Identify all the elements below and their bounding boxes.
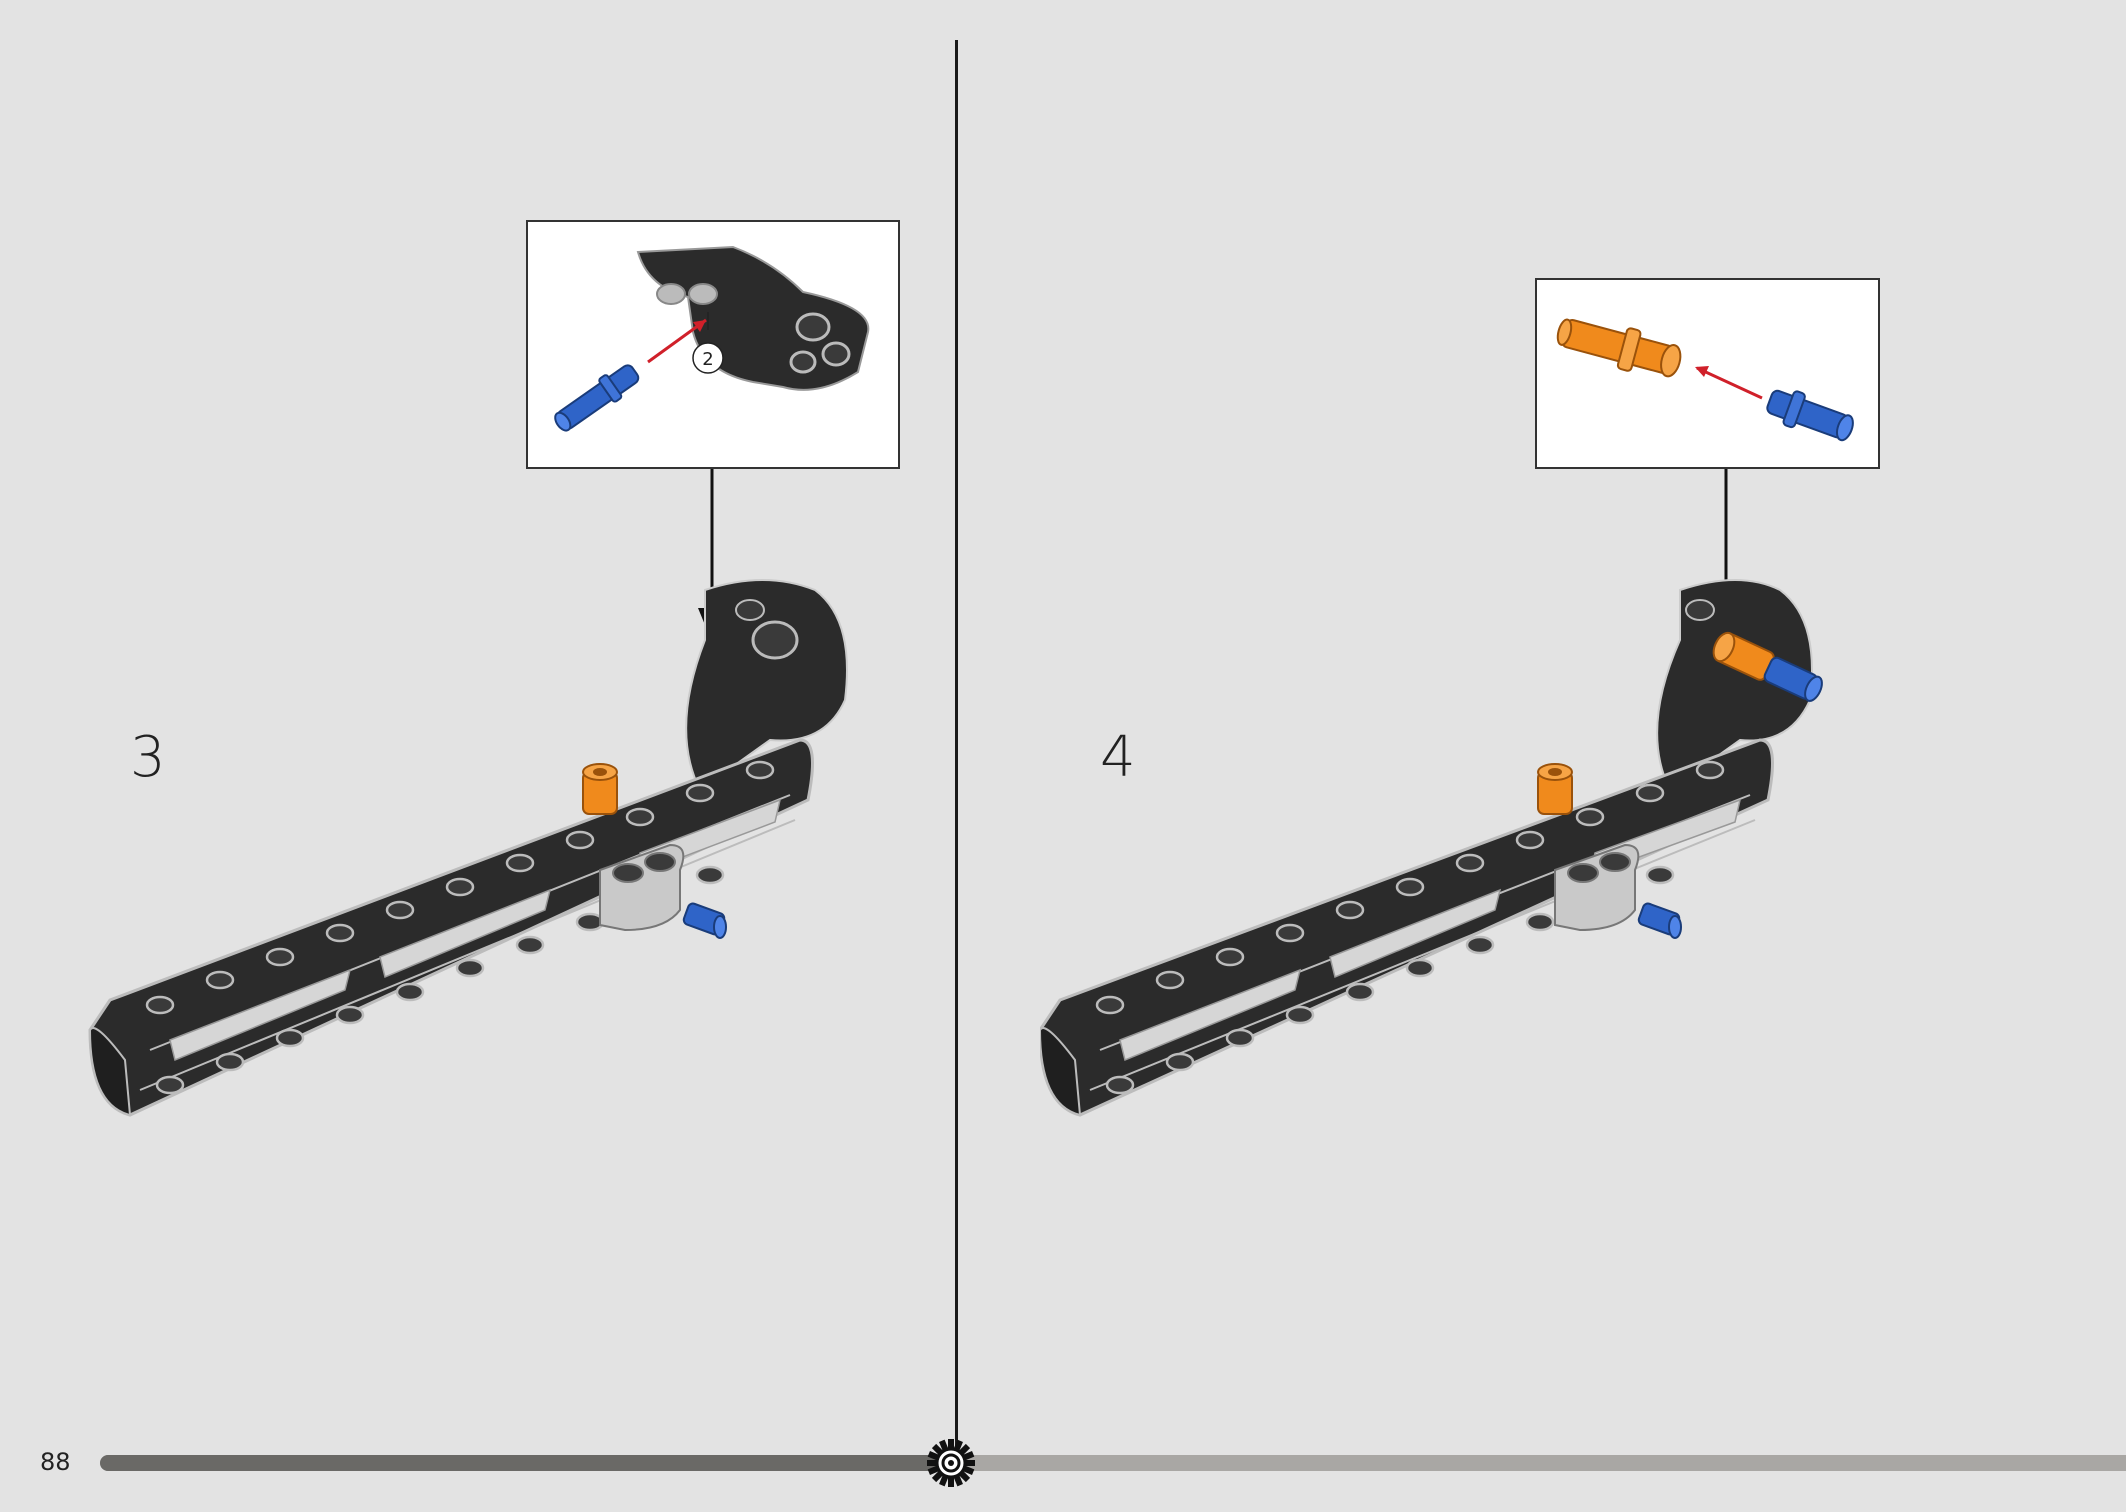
- piece-hole: [1685, 599, 1715, 621]
- orange-pin-inserted: [1712, 631, 1775, 681]
- piece-hole: [688, 283, 718, 305]
- gear-icon: [926, 1439, 975, 1487]
- blue-pin: [682, 902, 727, 939]
- count-label: 2: [702, 349, 713, 370]
- count-badge: [692, 342, 724, 374]
- page-divider: [955, 40, 958, 1448]
- orange-bush: [582, 763, 618, 815]
- grey-pin-connector: [1554, 843, 1640, 932]
- piece-hole: [821, 341, 851, 367]
- piece-hole: [795, 312, 831, 342]
- blue-pin: [1637, 902, 1682, 939]
- step-number-3: 3: [130, 725, 166, 790]
- step-3-callout-box: 2: [526, 220, 900, 469]
- piece-hole: [751, 620, 799, 660]
- piece-hole: [789, 350, 817, 374]
- insert-arrow-head: [1695, 366, 1709, 377]
- piece-hole: [735, 599, 765, 621]
- curved-beam-piece: [685, 579, 848, 792]
- step-3-model: [80, 460, 880, 1160]
- insert-arrow: [1696, 366, 1763, 400]
- piece-hole: [656, 283, 686, 305]
- insert-arrow-head: [693, 320, 706, 332]
- page-number: 88: [40, 1448, 71, 1476]
- curved-beam-piece: [636, 245, 870, 391]
- blue-pin-inserted: [1763, 656, 1823, 702]
- progress-bar: [100, 1455, 2126, 1471]
- insert-arrow: [647, 318, 707, 364]
- step-4-model: [1040, 460, 1880, 1160]
- blue-pin: [1766, 389, 1854, 442]
- step-3-callout-illustration: 2: [554, 245, 870, 432]
- progress-bar-fill: [100, 1455, 951, 1471]
- blue-pin: [554, 364, 640, 432]
- orange-bush: [1537, 763, 1573, 815]
- step-number-4: 4: [1100, 725, 1136, 790]
- step-4-callout-illustration: [1556, 318, 1854, 442]
- step-4-callout-box: [1535, 278, 1880, 469]
- orange-pin: [1556, 318, 1682, 378]
- grey-pin-connector: [599, 843, 685, 932]
